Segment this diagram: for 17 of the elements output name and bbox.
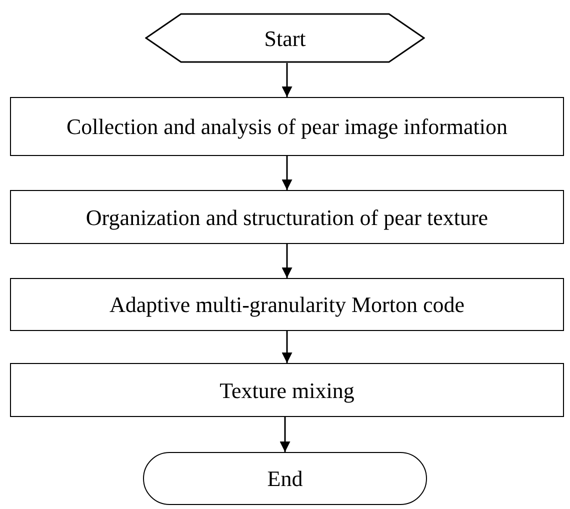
node-label: Organization and structuration of pear texture	[86, 204, 488, 232]
node-label: Texture mixing	[220, 376, 354, 405]
node-label: Start	[264, 24, 306, 52]
node-label: Adaptive multi-granularity Morton code	[110, 291, 464, 319]
arrow	[280, 417, 290, 452]
node-label: End	[267, 465, 303, 493]
arrow	[282, 331, 292, 363]
start-hexagon	[145, 13, 425, 63]
process-box	[10, 97, 564, 156]
node-label: Collection and analysis of pear image information	[66, 113, 508, 141]
process-box	[10, 363, 564, 417]
end-terminal	[143, 452, 427, 505]
arrow	[282, 156, 292, 190]
arrow	[282, 63, 292, 97]
process-box	[10, 278, 564, 331]
arrow	[282, 244, 292, 278]
process-box	[10, 190, 564, 244]
